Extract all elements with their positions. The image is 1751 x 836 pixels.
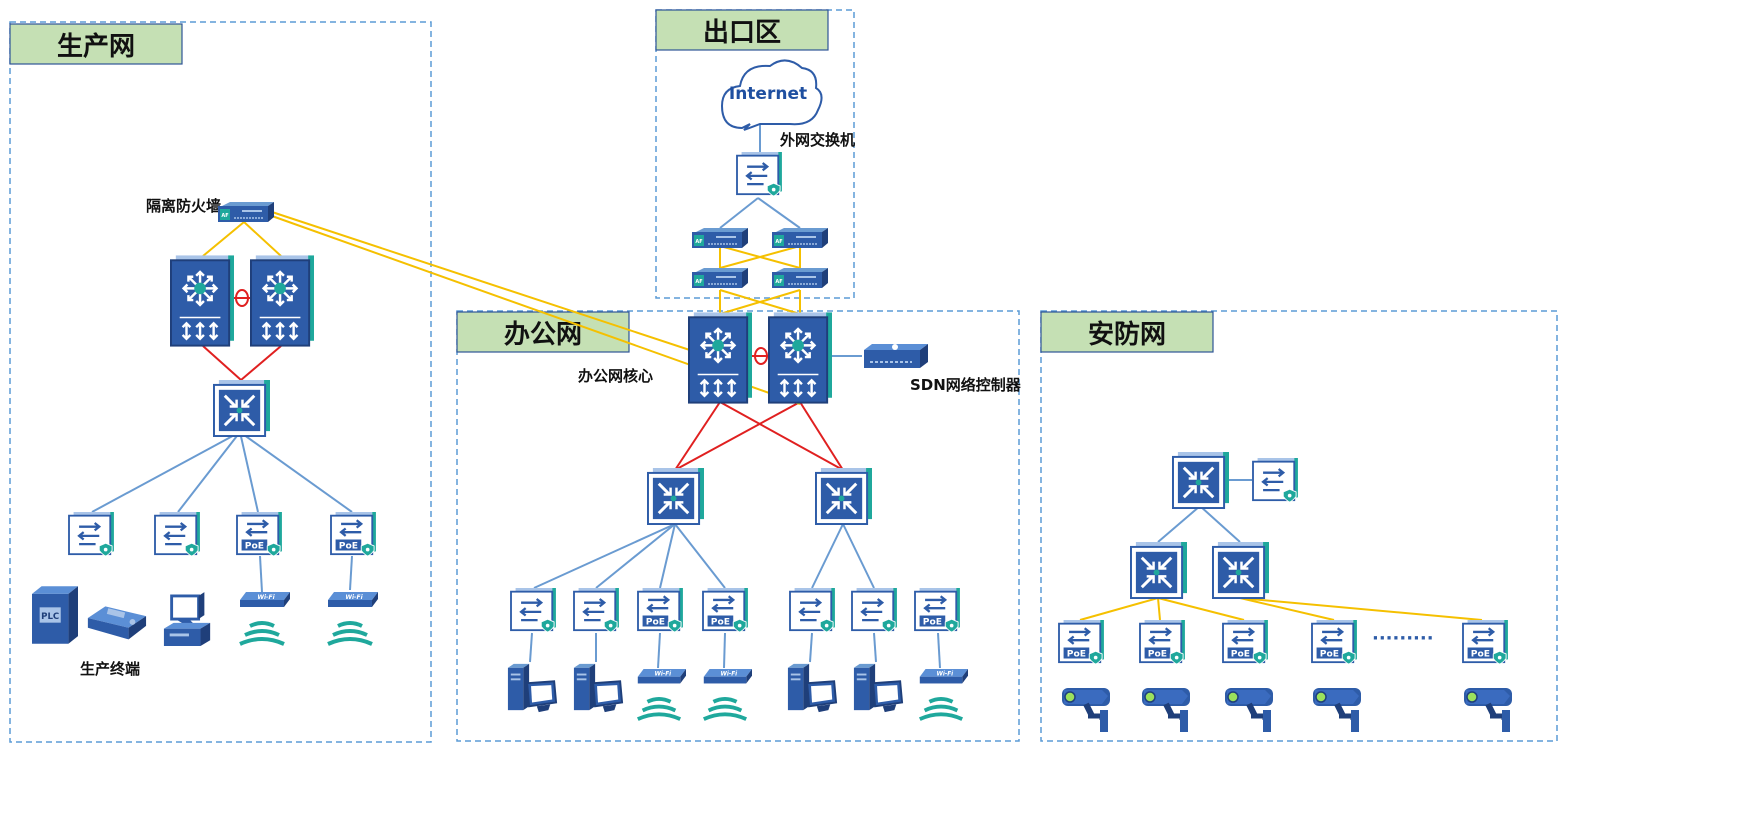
production-access-switch-2-icon <box>154 512 200 556</box>
office-access-switch-3-icon <box>789 588 835 632</box>
zone-title-egress: 出口区 <box>703 18 781 48</box>
production-aggregation-switch-icon <box>213 380 270 437</box>
office-wifi-ap-1-icon <box>635 667 686 722</box>
camera-3-icon <box>1225 688 1273 732</box>
office-aggregation-switch-left-icon <box>647 468 704 525</box>
internet-cloud: Internet <box>720 59 823 131</box>
zone-office: 办公网 <box>456 310 1020 742</box>
office-poe-switch-3-icon <box>914 588 960 632</box>
zone-security: 安防网 <box>1040 310 1558 742</box>
office-access-switch-4-icon <box>851 588 897 632</box>
industrial-device-icon <box>87 606 147 640</box>
camera-5-icon <box>1464 688 1512 732</box>
egress-gateway-right-icon <box>772 268 828 288</box>
production-wifi-ap-2-icon <box>326 590 378 646</box>
security-poe-switch-3-icon <box>1222 620 1268 664</box>
security-poe-switch-4-icon <box>1311 620 1357 664</box>
office-poe-switch-1-icon <box>637 588 683 632</box>
office-pc-4-icon <box>852 662 904 714</box>
internet-label: Internet <box>729 84 807 104</box>
production-core-switch-right-icon <box>250 255 314 347</box>
isolation-firewall-label: 隔离防火墙 <box>146 197 221 215</box>
camera-2-icon <box>1142 688 1190 732</box>
security-poe-switch-5-icon <box>1462 620 1508 664</box>
zone-title-security: 安防网 <box>1088 320 1166 350</box>
production-access-switch-1-icon <box>68 512 114 556</box>
office-pc-1-icon <box>506 662 558 714</box>
sdn-controller-label: SDN网络控制器 <box>910 376 1022 394</box>
office-core-switch-left-icon <box>688 312 752 404</box>
office-access-switch-1-icon <box>510 588 556 632</box>
zone-egress: 出口区 <box>655 9 855 299</box>
egress-firewall-right-icon <box>772 228 828 248</box>
external-switch-label: 外网交换机 <box>779 131 855 149</box>
zone-title-production: 生产网 <box>57 32 135 62</box>
egress-gateway-left-icon <box>692 268 748 288</box>
ellipsis-dots: ········· <box>1372 628 1434 649</box>
hmi-terminal-icon <box>162 592 212 648</box>
office-wifi-ap-3-icon <box>917 667 968 722</box>
office-wifi-ap-2-icon <box>701 667 752 722</box>
office-poe-switch-2-icon <box>702 588 748 632</box>
security-aggregation-switch-left-icon <box>1130 542 1187 599</box>
links-red <box>202 289 844 471</box>
camera-1-icon <box>1062 688 1110 732</box>
security-core-switch-icon <box>1172 452 1229 509</box>
security-management-switch-icon <box>1252 458 1298 502</box>
zone-production: 生产网 <box>9 21 432 743</box>
office-pc-2-icon <box>572 662 624 714</box>
egress-firewall-left-icon <box>692 228 748 248</box>
links-blue <box>91 96 1252 669</box>
office-access-switch-2-icon <box>573 588 619 632</box>
production-poe-switch-1-icon <box>236 512 282 556</box>
plc-icon <box>32 586 78 644</box>
production-terminals-label: 生产终端 <box>80 660 140 678</box>
sdn-controller-icon <box>863 344 928 369</box>
office-core-switch-right-icon <box>768 312 832 404</box>
isolation-firewall-icon <box>218 202 274 222</box>
security-poe-switch-1-icon <box>1058 620 1104 664</box>
external-switch-icon <box>736 152 782 196</box>
security-poe-switch-2-icon <box>1139 620 1185 664</box>
security-aggregation-switch-right-icon <box>1212 542 1269 599</box>
office-aggregation-switch-right-icon <box>815 468 872 525</box>
production-core-switch-left-icon <box>170 255 234 347</box>
office-pc-3-icon <box>786 662 838 714</box>
zone-title-office: 办公网 <box>504 320 582 350</box>
production-wifi-ap-1-icon <box>238 590 290 646</box>
production-poe-switch-2-icon <box>330 512 376 556</box>
office-core-label: 办公网核心 <box>578 367 653 385</box>
links-yellow <box>202 211 1483 621</box>
camera-4-icon <box>1313 688 1361 732</box>
